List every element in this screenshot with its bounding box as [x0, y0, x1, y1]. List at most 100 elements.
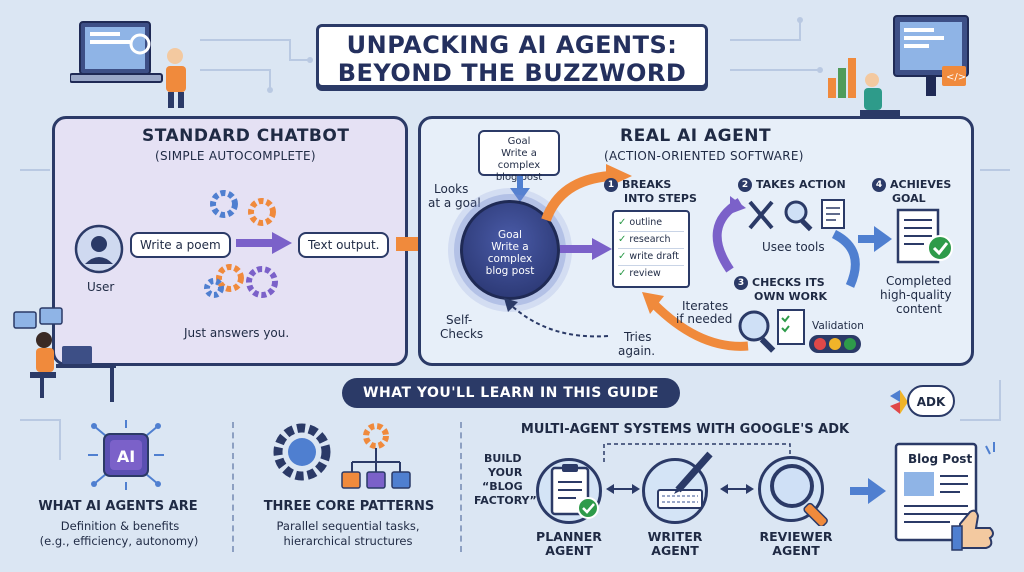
- step-3-heading: 3 CHECKS ITS: [734, 276, 825, 290]
- three-core-patterns-title: THREE CORE PATTERNS: [263, 499, 435, 514]
- prompt-bubble: Write a poem: [130, 232, 231, 258]
- looks-label-1: Looks: [434, 182, 469, 196]
- user-avatar-icon: [74, 224, 124, 274]
- completed-document-icon: [896, 208, 953, 264]
- step-1-number: 1: [604, 178, 618, 192]
- title-line-1: UNPACKING AI AGENTS:: [346, 31, 678, 59]
- tools-icon: [748, 199, 845, 232]
- item1-desc-2: (e.g., efficiency, autonomy): [39, 534, 199, 548]
- magnifier-checklist-icon: [738, 309, 805, 353]
- tries-label-1: Tries: [624, 330, 652, 344]
- double-arrow-icon: [720, 484, 754, 494]
- step-2-label: TAKES ACTION: [756, 178, 846, 191]
- step-2-number: 2: [738, 178, 752, 192]
- desk-worker-illustration: [13, 307, 116, 402]
- traffic-light-icon: [809, 335, 861, 353]
- self-checks-label-1: Self-: [446, 313, 473, 327]
- guide-band: WHAT YOU'LL LEARN IN THIS GUIDE: [342, 378, 680, 408]
- gears-icon: [204, 190, 278, 298]
- iterates-label-1: Iterates: [682, 299, 729, 313]
- step-1-line-1: BREAKS: [622, 178, 672, 191]
- arrow-to-goal-icon: [858, 226, 892, 252]
- checklist-item-label: outline: [629, 217, 663, 228]
- what-ai-agents-are-title: WHAT AI AGENTS ARE: [38, 499, 198, 514]
- divider-1: [232, 422, 234, 552]
- planner-agent-line-2: AGENT: [545, 543, 593, 558]
- arrow-to-blog-icon: [850, 478, 886, 504]
- cycle-arrow-left-icon: [712, 196, 746, 273]
- checklist-item-label: write draft: [629, 251, 679, 262]
- item1-desc-1: Definition & benefits: [60, 519, 180, 533]
- desktop-developer-illustration: </>: [828, 15, 969, 116]
- title-banner: UNPACKING AI AGENTS: BEYOND THE BUZZWORD: [316, 24, 708, 88]
- clipboard-icon: [550, 464, 599, 519]
- checklist-item-label: review: [629, 268, 661, 279]
- arrow-to-output-icon: [236, 232, 292, 254]
- step-3-line-1: CHECKS ITS: [752, 276, 825, 289]
- writer-agent-line-1: WRITER: [647, 529, 703, 544]
- step-1-heading: 1 BREAKS: [604, 178, 671, 192]
- iterate-arrow-icon: [642, 292, 749, 351]
- use-tools-label: Usee tools: [762, 240, 825, 254]
- completed-label-2: high-quality: [880, 288, 952, 302]
- agent-loop-dashed-icon: [603, 443, 791, 462]
- step-3-number: 3: [734, 276, 748, 290]
- adk-badge-label: ADK: [917, 395, 946, 409]
- iterates-label-2: if needed: [676, 312, 733, 326]
- real-ai-agent-heading: REAL AI AGENT: [620, 126, 772, 146]
- keyboard-pen-icon: [657, 451, 713, 509]
- item2-desc-2: hierarchical structures: [283, 534, 413, 548]
- double-arrow-icon: [606, 484, 640, 494]
- divider-2: [460, 422, 462, 552]
- standard-chatbot-heading: STANDARD CHATBOT: [142, 126, 350, 146]
- build-label-2: YOUR: [488, 466, 523, 479]
- multi-agent-title: MULTI-AGENT SYSTEMS WITH GOOGLE'S ADK: [520, 422, 850, 437]
- step-4-line-2: GOAL: [892, 192, 926, 205]
- checklist-item: ✓write draft: [618, 249, 684, 266]
- reviewer-agent-line-1: REVIEWER: [759, 529, 833, 544]
- svg-text:</>: </>: [946, 72, 966, 83]
- self-checks-label-2: Checks: [440, 327, 484, 341]
- arrow-to-steps-icon: [560, 238, 612, 260]
- check-icon: ✓: [618, 217, 627, 228]
- user-label: User: [87, 280, 115, 294]
- just-answers-caption: Just answers you.: [184, 326, 290, 340]
- standard-chatbot-subheading: (SIMPLE AUTOCOMPLETE): [155, 149, 316, 163]
- step-4-line-1: ACHIEVES: [890, 178, 952, 191]
- completed-label-3: content: [896, 302, 942, 316]
- tries-again-loop-icon: [504, 298, 609, 338]
- ai-chip-icon: AI: [88, 420, 164, 490]
- title-line-2: BEYOND THE BUZZWORD: [337, 59, 687, 87]
- checklist-item-label: research: [629, 234, 671, 245]
- item2-desc-1: Parallel sequential tasks,: [276, 519, 420, 533]
- checklist-item: ✓outline: [618, 215, 684, 232]
- goal-box-line-1: Write a complex: [497, 148, 541, 171]
- goal-circle-line-3: blog post: [485, 265, 535, 277]
- output-bubble: Text output.: [298, 232, 390, 258]
- step-2-heading: 2 TAKES ACTION: [738, 178, 846, 192]
- ai-chip-label: AI: [117, 447, 135, 466]
- check-icon: ✓: [618, 234, 627, 245]
- build-label-1: BUILD: [484, 452, 522, 465]
- blog-post-title: Blog Post: [908, 452, 973, 466]
- looks-label-2: at a goal: [428, 196, 481, 210]
- reviewer-agent-line-2: AGENT: [772, 543, 820, 558]
- validation-label: Validation: [812, 320, 864, 332]
- planner-agent-line-1: PLANNER: [536, 529, 602, 544]
- build-label-4: FACTORY”: [474, 494, 537, 507]
- goal-circle-title: Goal: [498, 229, 522, 241]
- writer-agent-line-2: AGENT: [651, 543, 699, 558]
- cycle-arrow-right-icon: [831, 230, 860, 288]
- step-4-number: 4: [872, 178, 886, 192]
- completed-label-1: Completed: [886, 274, 952, 288]
- checklist-item: ✓research: [618, 232, 684, 249]
- goal-circle-line-2: complex: [487, 253, 533, 265]
- core-patterns-icon: [273, 423, 411, 489]
- arrow-down-icon: [510, 176, 530, 202]
- adk-badge-icon: ADK: [890, 385, 955, 417]
- step-1-line-2: INTO STEPS: [624, 192, 697, 205]
- blog-post-document-icon: [894, 442, 995, 551]
- checklist-item: ✓review: [618, 266, 684, 282]
- magnifier-icon: [770, 464, 828, 526]
